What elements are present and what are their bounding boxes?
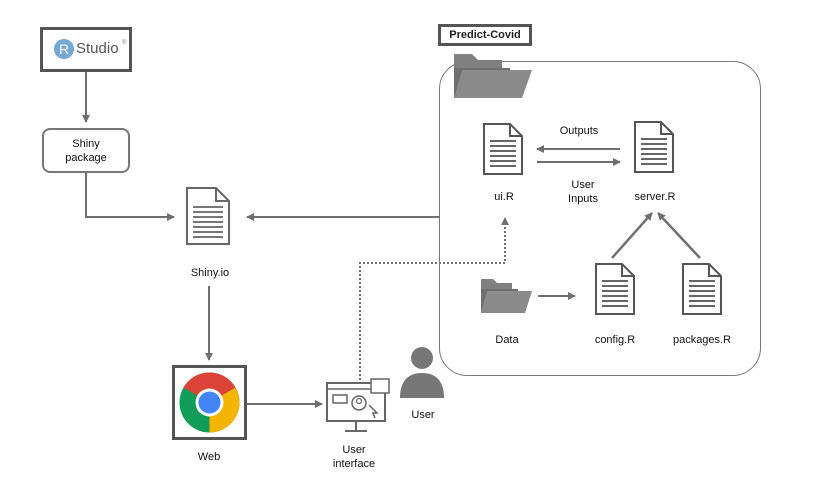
edge-config-to-server	[611, 212, 653, 259]
predict-covid-group	[439, 61, 761, 376]
ui-r-label: ui.R	[494, 191, 514, 203]
user-interface-line2: interface	[332, 458, 376, 470]
user-inputs-label: User Inputs	[557, 178, 609, 206]
folder-icon	[454, 54, 532, 98]
user-interface-line1: User	[342, 444, 366, 456]
user-inputs-line1: User	[571, 179, 595, 191]
user-interface-label: User interface	[326, 443, 382, 471]
packages-r-label: packages.R	[672, 334, 732, 346]
user-inputs-line2: Inputs	[568, 193, 598, 205]
chrome-icon	[179, 372, 240, 433]
folder-icon	[481, 279, 532, 313]
document-icon	[595, 263, 635, 315]
edge-packages-to-server	[657, 212, 701, 259]
outputs-label: Outputs	[559, 125, 599, 137]
user-interface-icon	[326, 378, 390, 432]
document-icon	[186, 187, 230, 245]
user-label: User	[411, 409, 435, 421]
web-label: Web	[197, 451, 221, 463]
shiny-package-node: Shiny package	[42, 128, 130, 173]
predict-covid-tag: Predict-Covid	[438, 24, 532, 46]
shiny-io-label: Shiny.io	[190, 267, 230, 279]
rstudio-node: R Studio ®	[40, 27, 132, 72]
config-r-label: config.R	[594, 334, 636, 346]
document-icon	[682, 263, 722, 315]
edge-shiny-package-to-shiny-io	[85, 173, 175, 221]
web-node	[172, 365, 247, 440]
shiny-package-line2: package	[65, 152, 107, 164]
document-icon	[483, 123, 523, 175]
rstudio-logo-text: Studio	[76, 40, 119, 57]
document-icon	[634, 121, 674, 173]
shiny-package-line1: Shiny	[72, 138, 100, 150]
edge-user-interface-to-ui-r	[359, 217, 509, 380]
registered-mark: ®	[122, 40, 127, 46]
rstudio-logo: R	[54, 39, 74, 59]
user-icon	[400, 347, 444, 398]
server-r-label: server.R	[634, 191, 676, 203]
data-label: Data	[495, 334, 519, 346]
